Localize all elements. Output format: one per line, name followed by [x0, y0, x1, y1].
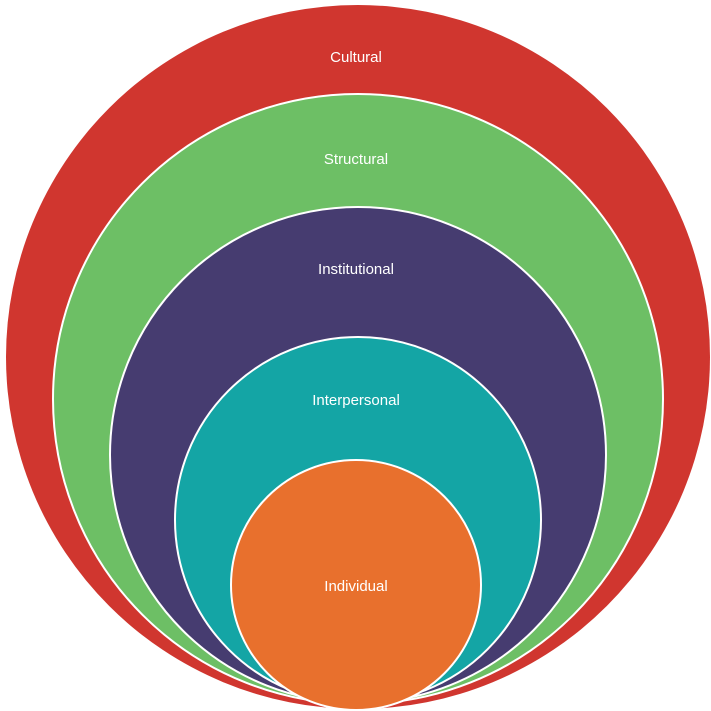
label-cultural: Cultural [330, 49, 382, 66]
label-institutional: Institutional [318, 261, 394, 278]
label-individual: Individual [324, 578, 387, 595]
label-interpersonal: Interpersonal [312, 392, 400, 409]
ring-individual [230, 459, 482, 711]
label-structural: Structural [324, 151, 388, 168]
